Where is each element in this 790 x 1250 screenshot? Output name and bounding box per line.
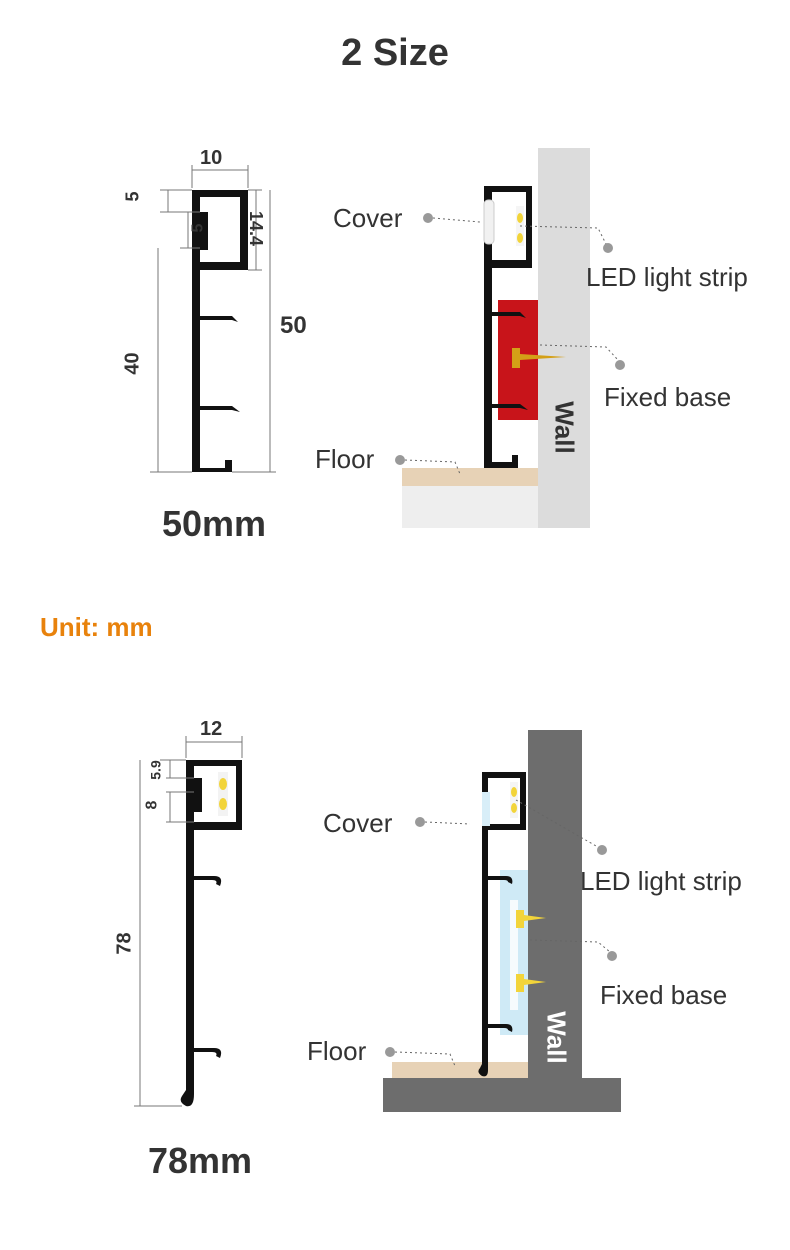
nail-50 xyxy=(512,348,566,368)
install-78 xyxy=(383,730,621,1112)
floor-50 xyxy=(402,468,538,486)
callout-led-50: LED light strip xyxy=(586,262,748,292)
profile-50-channel xyxy=(200,197,240,262)
nail-78-2 xyxy=(516,974,546,992)
callout-dot-fixed-50 xyxy=(615,360,625,370)
profile-78-hook-1 xyxy=(194,876,222,886)
dim-50-lower: 40 xyxy=(121,352,144,375)
callout-fixed-50: Fixed base xyxy=(604,382,732,412)
callout-dot-cover-50 xyxy=(423,213,433,223)
dim-78-height: 78 xyxy=(113,932,136,955)
callout-floor-78: Floor xyxy=(307,1036,367,1066)
callout-dot-led-78 xyxy=(597,845,607,855)
size-label-50: 50mm xyxy=(162,503,267,544)
dim-50-width: 10 xyxy=(200,147,223,169)
nail-78-1 xyxy=(516,910,546,928)
profile-50-technical xyxy=(150,165,276,473)
dim-78-inner: 8 xyxy=(143,800,161,810)
unit-label: Unit: mm xyxy=(40,612,153,642)
callout-dot-fixed-78 xyxy=(607,951,617,961)
callout-floor-50: Floor xyxy=(315,444,375,474)
dim-50-cover: 14.4 xyxy=(246,210,267,247)
profile-78-hook-2 xyxy=(194,1048,222,1058)
callout-cover-78: Cover xyxy=(323,808,393,838)
callout-dot-floor-78 xyxy=(385,1047,395,1057)
dim-50-inner: 5 xyxy=(189,223,207,233)
wall-label-78: Wall xyxy=(541,1011,572,1064)
led-chip-78-1 xyxy=(511,787,517,797)
cover-50 xyxy=(483,199,495,245)
profile-50-hook-1 xyxy=(200,316,238,322)
profile-78-led-1 xyxy=(219,778,227,790)
dim-50-height: 50 xyxy=(280,312,307,339)
callout-dot-cover-78 xyxy=(415,817,425,827)
callout-cover-50: Cover xyxy=(333,203,403,233)
dim-78-top: 5.9 xyxy=(147,760,164,780)
size-label-78: 78mm xyxy=(148,1140,253,1181)
callout-led-78: LED light strip xyxy=(580,866,742,896)
install-50 xyxy=(395,148,625,528)
profile-50-hook-2 xyxy=(200,406,240,412)
callout-dot-led-50 xyxy=(603,243,613,253)
led-chip-50-1 xyxy=(517,213,523,223)
callout-dot-floor-50 xyxy=(395,455,405,465)
floor-50-shadow xyxy=(402,485,538,528)
dim-78-width: 12 xyxy=(200,718,223,740)
floor-78 xyxy=(392,1062,528,1078)
wall-label-50: Wall xyxy=(549,401,580,454)
dim-50-top: 5 xyxy=(122,191,143,202)
profile-78-led-2 xyxy=(219,798,227,810)
wall-78 xyxy=(528,730,582,1080)
led-chip-78-2 xyxy=(511,803,517,813)
profile-78-technical xyxy=(134,736,243,1107)
callout-fixed-78: Fixed base xyxy=(600,980,728,1010)
led-chip-50-2 xyxy=(517,233,523,243)
cover-78 xyxy=(482,792,490,826)
page-title: 2 Size xyxy=(341,32,449,74)
floor-78-base xyxy=(383,1078,621,1112)
wall-50 xyxy=(538,148,590,528)
